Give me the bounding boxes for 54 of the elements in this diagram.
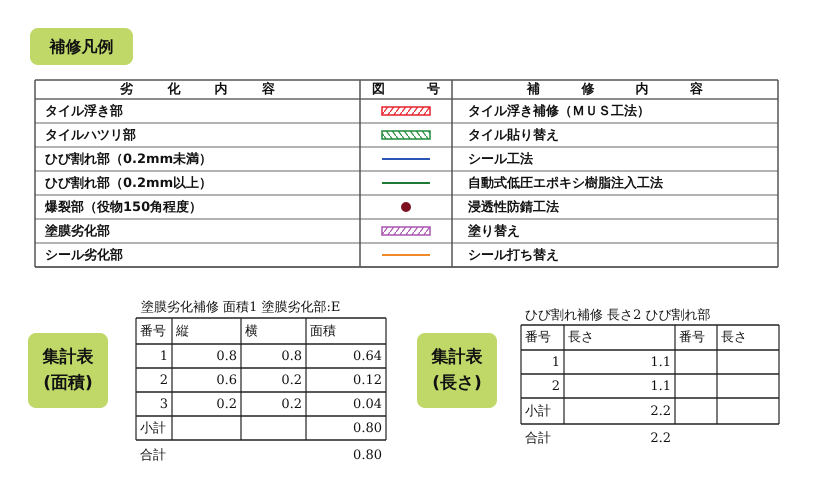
cell-text: 3 bbox=[160, 398, 168, 410]
legend-text: 塗膜劣化部 bbox=[45, 224, 110, 238]
cell-text: 横 bbox=[245, 324, 258, 338]
cell-text: 小計 bbox=[525, 404, 551, 418]
cell-text: 1.1 bbox=[650, 380, 671, 392]
heading-badge: 補修凡例 bbox=[30, 28, 133, 65]
cell-text: 合計 bbox=[525, 432, 551, 444]
table-caption: ひび割れ補修 長さ2 ひび割れ部 bbox=[525, 308, 711, 322]
cell-text: 0.80 bbox=[353, 448, 382, 462]
cell-text: 番号 bbox=[525, 331, 551, 344]
legend-text: シール打ち替え bbox=[468, 248, 559, 262]
table-caption: 塗膜劣化補修 面積1 塗膜劣化部:E bbox=[141, 300, 340, 314]
legend-text: ひび割れ部（0.2mm以上） bbox=[45, 176, 212, 190]
cell-text: 長さ bbox=[568, 331, 594, 344]
cell-text: 2 bbox=[552, 380, 560, 392]
cell-text: 0.8 bbox=[281, 350, 302, 362]
cell-text: 1.1 bbox=[650, 356, 671, 368]
cell-text: 番号 bbox=[679, 331, 705, 344]
cell-text: 0.12 bbox=[353, 374, 382, 386]
legend-text: タイル貼り替え bbox=[468, 128, 559, 142]
legend-text: タイル浮き補修（ＭＵＳ工法） bbox=[468, 104, 650, 118]
column-header: 補修内容 bbox=[527, 83, 703, 96]
cell-text: 面積 bbox=[310, 324, 336, 338]
heading-badge: 集計表(面積) bbox=[28, 333, 108, 408]
cell-text: 0.2 bbox=[281, 398, 302, 410]
cell-text: 1 bbox=[160, 350, 168, 362]
cell-text: 1 bbox=[552, 356, 560, 368]
legend-text: タイル浮き部 bbox=[45, 104, 123, 118]
cell-text: 2.2 bbox=[650, 432, 671, 444]
cell-text: 番号 bbox=[140, 324, 166, 338]
cell-text: 0.6 bbox=[216, 374, 237, 386]
column-header: 劣化内容 bbox=[120, 83, 275, 96]
legend-text: 自動式低圧エポキシ樹脂注入工法 bbox=[468, 176, 663, 190]
cell-text: 長さ bbox=[721, 331, 747, 344]
cell-text: 2.2 bbox=[650, 404, 671, 418]
cell-text: 2 bbox=[160, 374, 168, 386]
cell-text: 0.80 bbox=[353, 422, 382, 434]
cell-text: 合計 bbox=[140, 448, 166, 462]
legend-text: 塗り替え bbox=[468, 224, 520, 238]
cell-text: 0.2 bbox=[281, 374, 302, 386]
legend-text: シール劣化部 bbox=[45, 248, 123, 262]
cell-text: 0.04 bbox=[353, 398, 382, 410]
cell-text: 縦 bbox=[176, 324, 189, 338]
cell-text: 0.8 bbox=[216, 350, 237, 362]
column-header: 図号 bbox=[372, 83, 440, 96]
cell-text: 0.2 bbox=[216, 398, 237, 410]
legend-text: シール工法 bbox=[468, 152, 533, 166]
legend-text: ひび割れ部（0.2mm未満） bbox=[45, 152, 212, 166]
heading-badge: 集計表(長さ) bbox=[417, 333, 497, 408]
legend-text: 浸透性防錆工法 bbox=[468, 200, 559, 214]
legend-text: タイルハツリ部 bbox=[45, 128, 136, 142]
legend-text: 爆裂部（役物150角程度） bbox=[45, 200, 202, 214]
cell-text: 0.64 bbox=[353, 350, 382, 362]
cell-text: 小計 bbox=[140, 422, 166, 434]
